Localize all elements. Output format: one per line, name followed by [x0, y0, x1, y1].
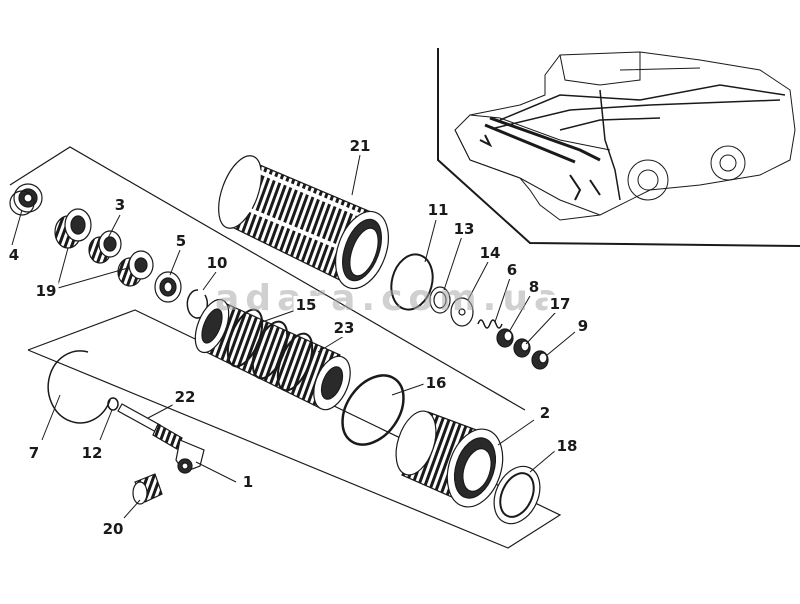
- harvester-cab: [559, 52, 701, 86]
- part-11-o-ring: [390, 253, 434, 311]
- cylinder-highlight: [484, 116, 601, 164]
- callout-14: 14: [477, 244, 503, 262]
- callout-3: 3: [112, 196, 128, 214]
- hydraulic-lines: [494, 84, 786, 201]
- part-1-elbow: [175, 439, 205, 474]
- callout-12: 12: [79, 444, 105, 462]
- part-10-snap-ring: [186, 289, 209, 319]
- part-9-nut: [531, 350, 549, 370]
- part-16-o-ring: [341, 374, 405, 446]
- part-13-washer: [429, 286, 451, 314]
- callout-10: 10: [204, 254, 230, 272]
- callout-9: 9: [575, 317, 591, 335]
- part-20-cap-nut: [132, 473, 163, 505]
- callout-2: 2: [537, 404, 553, 422]
- part-19-bearing-b: [117, 250, 154, 287]
- part-23-piston: [194, 298, 351, 411]
- part-12-small-o-ring: [107, 397, 119, 411]
- callout-23: 23: [331, 319, 357, 337]
- part-19-bearing-a: [54, 208, 92, 249]
- harvester-body-outline: [454, 51, 796, 221]
- callout-18: 18: [554, 437, 580, 455]
- callout-7: 7: [26, 444, 42, 462]
- harvester-header: [454, 114, 611, 216]
- callout-17: 17: [547, 295, 573, 313]
- leader-lines: [11, 154, 576, 519]
- assembly-brackets: [9, 146, 562, 549]
- callout-15: 15: [293, 296, 319, 314]
- part-14-flat-washer: [450, 297, 474, 327]
- callout-11: 11: [425, 201, 451, 219]
- callout-16: 16: [423, 374, 449, 392]
- callout-19: 19: [33, 282, 59, 300]
- part-8-nut: [496, 328, 514, 348]
- watermark-text: adara.com.ua: [215, 278, 565, 319]
- part-6-spring: [477, 319, 503, 329]
- callout-21: 21: [347, 137, 373, 155]
- callout-4: 4: [6, 246, 22, 264]
- callout-1: 1: [240, 473, 256, 491]
- part-22-fitting: [117, 403, 183, 450]
- part-15-piston-rings: [226, 308, 314, 392]
- part-21-cylinder-barrel: [218, 155, 389, 290]
- callout-8: 8: [526, 278, 542, 296]
- part-7-retaining-ring: [47, 350, 111, 424]
- part-5-seal: [154, 271, 182, 303]
- inset-frame: [437, 48, 800, 247]
- part-2-gland: [395, 410, 504, 508]
- front-wheel: [627, 159, 669, 201]
- part-3-bushing: [88, 230, 122, 264]
- callout-5: 5: [173, 232, 189, 250]
- callout-6: 6: [504, 261, 520, 279]
- callout-22: 22: [172, 388, 198, 406]
- part-18-ring: [493, 465, 541, 525]
- part-4-end-cap: [9, 183, 43, 216]
- inset-harvester-view: [437, 48, 800, 247]
- callout-13: 13: [451, 220, 477, 238]
- rear-wheel: [710, 145, 746, 181]
- callout-20: 20: [100, 520, 126, 538]
